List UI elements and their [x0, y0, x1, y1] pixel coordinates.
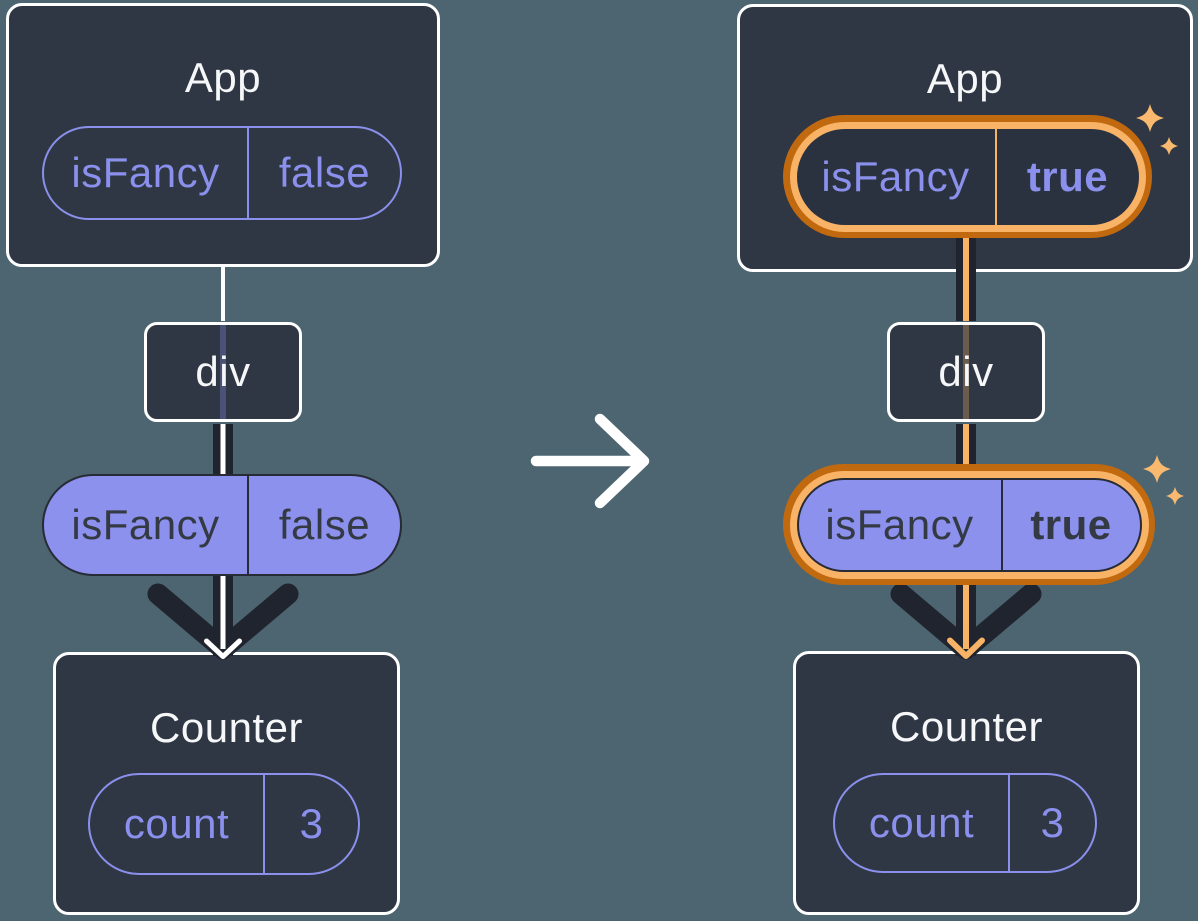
arrow-right-icon	[530, 413, 650, 509]
state-pill-isfancy-app: isFancy false	[42, 126, 402, 220]
highlight-ring-inner: isFancy true	[789, 470, 1149, 579]
state-name: isFancy	[44, 128, 249, 218]
div-node-label: div	[195, 348, 251, 395]
tree-line-trace	[963, 325, 969, 419]
state-pill-count: count 3	[833, 773, 1097, 873]
highlight-ring: isFancy true	[783, 115, 1152, 238]
state-pill-count: count 3	[88, 773, 360, 875]
component-title: App	[926, 55, 1004, 102]
prop-name: isFancy	[44, 476, 249, 574]
state-value: 3	[1040, 799, 1065, 846]
prop-pill-isfancy-passed: isFancy true	[796, 477, 1142, 572]
component-title: Counter	[890, 703, 1043, 750]
arrow-down-icon	[147, 583, 299, 660]
state-value: false	[278, 149, 371, 196]
highlight-ring-inner: isFancy true	[789, 121, 1146, 232]
div-node-card: div	[144, 322, 302, 422]
state-pill-isfancy-app: isFancy true	[796, 128, 1139, 225]
component-title: App	[184, 54, 262, 101]
state-name: count	[90, 775, 265, 873]
component-title: Counter	[150, 704, 303, 751]
state-value: true	[1026, 152, 1109, 200]
state-name: isFancy	[797, 128, 997, 225]
highlight-ring: isFancy true	[783, 464, 1155, 585]
prop-pill-isfancy-passed: isFancy false	[42, 474, 402, 576]
prop-value: false	[278, 501, 371, 548]
arrow-down-icon	[890, 583, 1042, 660]
state-name: count	[835, 775, 1010, 871]
div-node-label: div	[938, 348, 994, 395]
tree-line-trace	[220, 325, 226, 419]
div-node-card: div	[887, 322, 1045, 422]
state-value: 3	[299, 800, 324, 847]
prop-name: isFancy	[799, 479, 1003, 570]
prop-value: true	[1030, 500, 1112, 548]
